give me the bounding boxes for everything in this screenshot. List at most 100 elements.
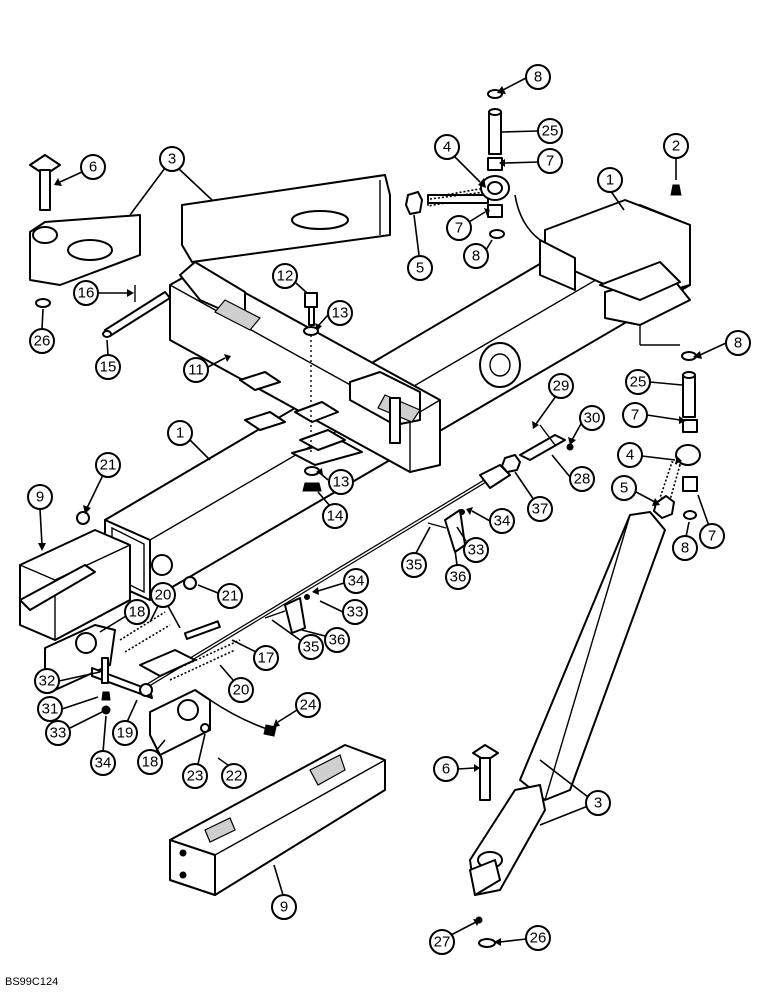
callout-8-a: 8 [497, 64, 551, 94]
svg-text:18: 18 [142, 754, 159, 771]
svg-text:5: 5 [416, 260, 424, 277]
svg-text:7: 7 [631, 407, 639, 424]
latch-assembly [44, 611, 241, 756]
washer-21-upper [76, 511, 90, 525]
callout-7-c: 7 [622, 402, 686, 428]
callout-16: 16 [73, 280, 134, 306]
pin-6-top [29, 154, 61, 211]
callout-35-a: 35 [401, 526, 431, 578]
svg-text:25: 25 [542, 123, 559, 140]
figure-reference-code: BS99C124 [5, 976, 58, 988]
callout-4-top: 4 [434, 134, 486, 188]
svg-text:31: 31 [42, 701, 59, 718]
cross-beam [169, 261, 441, 473]
callout-5-right: 5 [611, 475, 660, 506]
callout-22: 22 [221, 763, 247, 789]
svg-text:7: 7 [455, 220, 463, 237]
bolt-22 [217, 757, 229, 766]
svg-text:28: 28 [574, 471, 591, 488]
callout-35-b: 35 [271, 619, 324, 660]
callout-9-top: 9 [27, 484, 53, 551]
callout-26-top: 26 [29, 308, 55, 354]
callout-24: 24 [273, 692, 321, 727]
callout-21-bottom: 21 [197, 583, 243, 609]
svg-text:33: 33 [468, 542, 485, 559]
callout-6-top: 6 [54, 154, 106, 186]
svg-text:6: 6 [442, 761, 450, 778]
callout-14: 14 [317, 491, 348, 529]
svg-text:7: 7 [546, 153, 554, 170]
washer-26-bottom [478, 938, 496, 948]
callout-27: 27 [429, 919, 480, 955]
callout-33-b: 33 [319, 599, 368, 625]
callout-34-b: 34 [312, 568, 369, 595]
pin-15 [102, 285, 171, 338]
callout-9-bottom: 9 [271, 864, 297, 920]
callout-15: 15 [95, 339, 121, 380]
svg-text:11: 11 [188, 362, 204, 379]
svg-text:24: 24 [300, 697, 317, 714]
tongue-extension-bottom [169, 744, 386, 896]
callout-29: 29 [532, 373, 574, 429]
svg-text:33: 33 [50, 725, 67, 742]
callout-8-c: 8 [693, 330, 751, 359]
svg-text:13: 13 [332, 305, 349, 322]
svg-text:20: 20 [233, 682, 250, 699]
svg-text:18: 18 [129, 604, 146, 621]
svg-text:26: 26 [34, 333, 51, 350]
callout-1-upper: 1 [597, 167, 625, 211]
callout-7-b: 7 [446, 208, 490, 241]
svg-text:4: 4 [443, 139, 451, 156]
svg-text:1: 1 [606, 172, 614, 189]
callout-11: 11 [183, 354, 231, 383]
svg-text:33: 33 [347, 604, 364, 621]
pin-6-bottom [472, 744, 499, 801]
callout-2: 2 [663, 133, 689, 180]
callout-13-top: 13 [315, 300, 353, 331]
svg-text:17: 17 [258, 650, 275, 667]
svg-text:21: 21 [222, 588, 239, 605]
callout-6-bottom: 6 [433, 756, 480, 782]
callout-33-c: 33 [45, 711, 103, 746]
callout-37: 37 [514, 471, 553, 522]
callout-28: 28 [551, 454, 595, 492]
callout-8-b: 8 [463, 239, 493, 269]
svg-text:1: 1 [176, 425, 184, 442]
callout-26-bottom: 26 [494, 925, 551, 951]
svg-text:22: 22 [226, 768, 243, 785]
svg-text:20: 20 [155, 587, 172, 604]
pivot-pin-25-right [653, 351, 701, 520]
svg-text:35: 35 [406, 557, 423, 574]
svg-text:19: 19 [117, 725, 134, 742]
svg-text:25: 25 [630, 374, 647, 391]
tongue-extension-top [19, 529, 131, 641]
svg-text:34: 34 [494, 513, 511, 530]
callout-5-top: 5 [407, 214, 433, 281]
svg-text:32: 32 [39, 673, 56, 690]
svg-text:36: 36 [450, 569, 467, 586]
callout-3-bottom: 3 [539, 759, 611, 826]
nut-5-top [405, 191, 423, 215]
callout-17: 17 [231, 639, 279, 671]
callout-20-bottom: 20 [219, 664, 254, 703]
svg-text:29: 29 [553, 378, 570, 395]
callout-4-right: 4 [617, 442, 682, 468]
svg-text:23: 23 [187, 768, 204, 785]
svg-text:4: 4 [626, 447, 634, 464]
callout-7-d: 7 [697, 494, 725, 549]
svg-text:3: 3 [168, 151, 176, 168]
callout-32: 32 [34, 668, 101, 694]
callout-31: 31 [37, 696, 99, 722]
callout-25-top: 25 [501, 118, 563, 144]
callout-33-a: 33 [456, 526, 489, 563]
callout-21-top: 21 [83, 452, 121, 514]
lower-right-arm [469, 511, 666, 896]
callout-19: 19 [112, 699, 138, 746]
svg-text:3: 3 [594, 795, 602, 812]
curved-leader-24 [209, 699, 271, 731]
svg-text:37: 37 [532, 501, 549, 518]
svg-text:7: 7 [708, 528, 716, 545]
nut-37 [501, 454, 521, 473]
upper-left-arm [29, 174, 391, 286]
